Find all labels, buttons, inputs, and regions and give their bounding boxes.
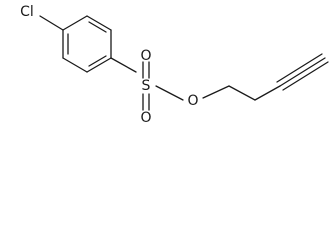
oxygen-top-label: O xyxy=(140,48,151,64)
ring-bond-1 xyxy=(62,15,88,31)
chlorine-label: Cl xyxy=(20,4,34,20)
oxygen-ester-label: O xyxy=(187,93,198,109)
benzene-ring xyxy=(62,15,112,73)
ring-double-inner-2 xyxy=(88,55,107,67)
ring-bond-4 xyxy=(86,57,112,73)
triple-bond-center xyxy=(279,57,326,87)
o-ch2-bond xyxy=(202,85,230,99)
ring-double-inner-1 xyxy=(88,21,107,33)
ch2-ch2-bond xyxy=(228,85,256,101)
ch2-c-bond xyxy=(254,85,281,101)
ring-bond-2 xyxy=(86,15,112,31)
triple-bond-upper xyxy=(276,53,323,83)
ring-bond-5 xyxy=(62,57,88,73)
alkyne-triple-bond xyxy=(276,53,329,91)
s-o-ester-bond xyxy=(155,85,184,101)
c-s-bond xyxy=(110,57,137,73)
oxygen-bottom-label: O xyxy=(140,110,151,126)
structure-diagram: Cl S O O O xyxy=(20,4,329,126)
c-cl-bond xyxy=(39,15,64,31)
triple-bond-lower xyxy=(282,61,329,91)
sulfur-label: S xyxy=(142,78,151,94)
